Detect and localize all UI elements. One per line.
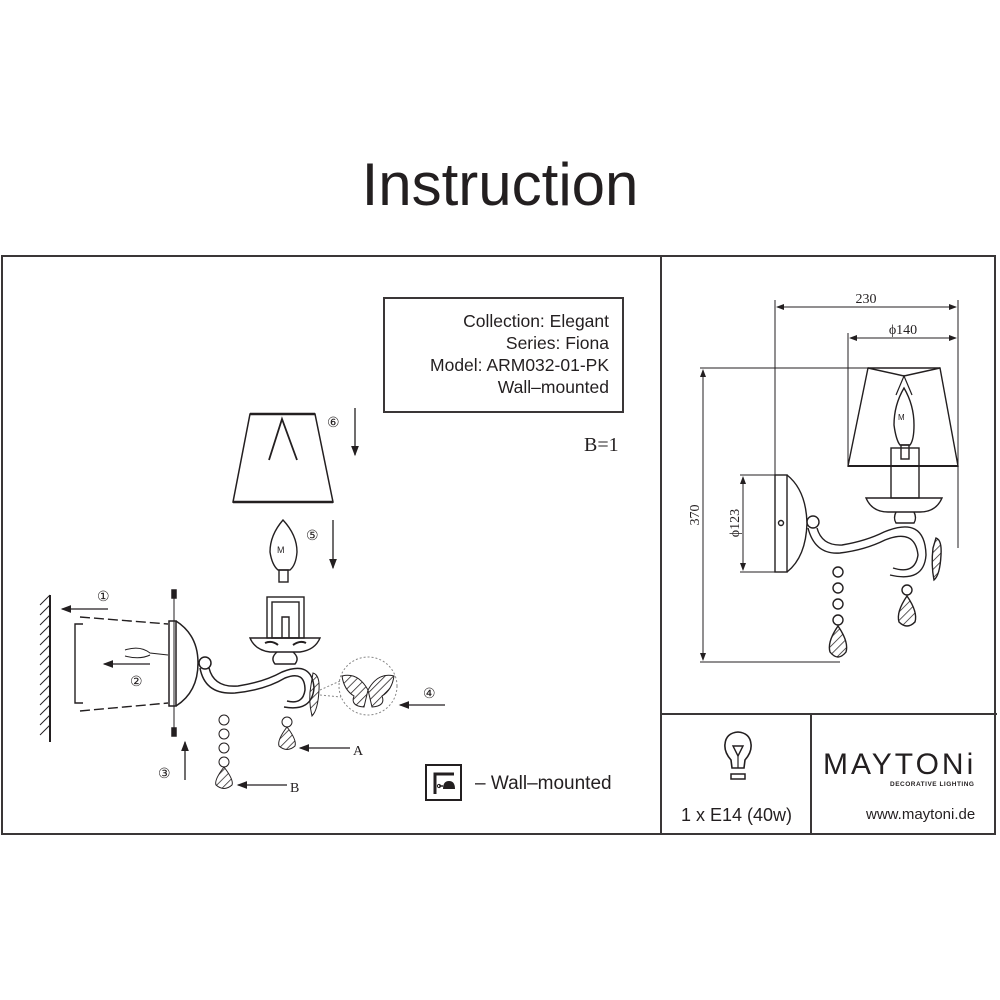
wall-mount-icon [425,764,462,801]
model-label: Model: ARM032-01-PK [430,355,609,375]
parts-count: B=1 [584,434,619,456]
brand-logo: MAYTONi [823,748,977,781]
legend-text: – Wall–mounted [475,773,612,794]
panel-divider-vertical [660,255,662,835]
brand-website: www.maytoni.de [866,806,976,823]
footer-divider-vertical [810,713,812,835]
series-label: Series: Fiona [505,333,609,353]
instruction-frame [1,255,996,835]
light-bulb-icon [722,730,754,782]
mounting-label: Wall–mounted [497,377,609,397]
product-info-box: Collection: Elegant Series: Fiona Model:… [383,297,624,413]
panel-divider-horizontal [660,713,997,715]
bulb-spec: 1 x E14 (40w) [680,805,793,825]
collection-label: Collection: Elegant [463,311,609,331]
page-title: Instruction [361,151,639,218]
brand-tagline: DECORATIVE LIGHTING [890,781,975,788]
